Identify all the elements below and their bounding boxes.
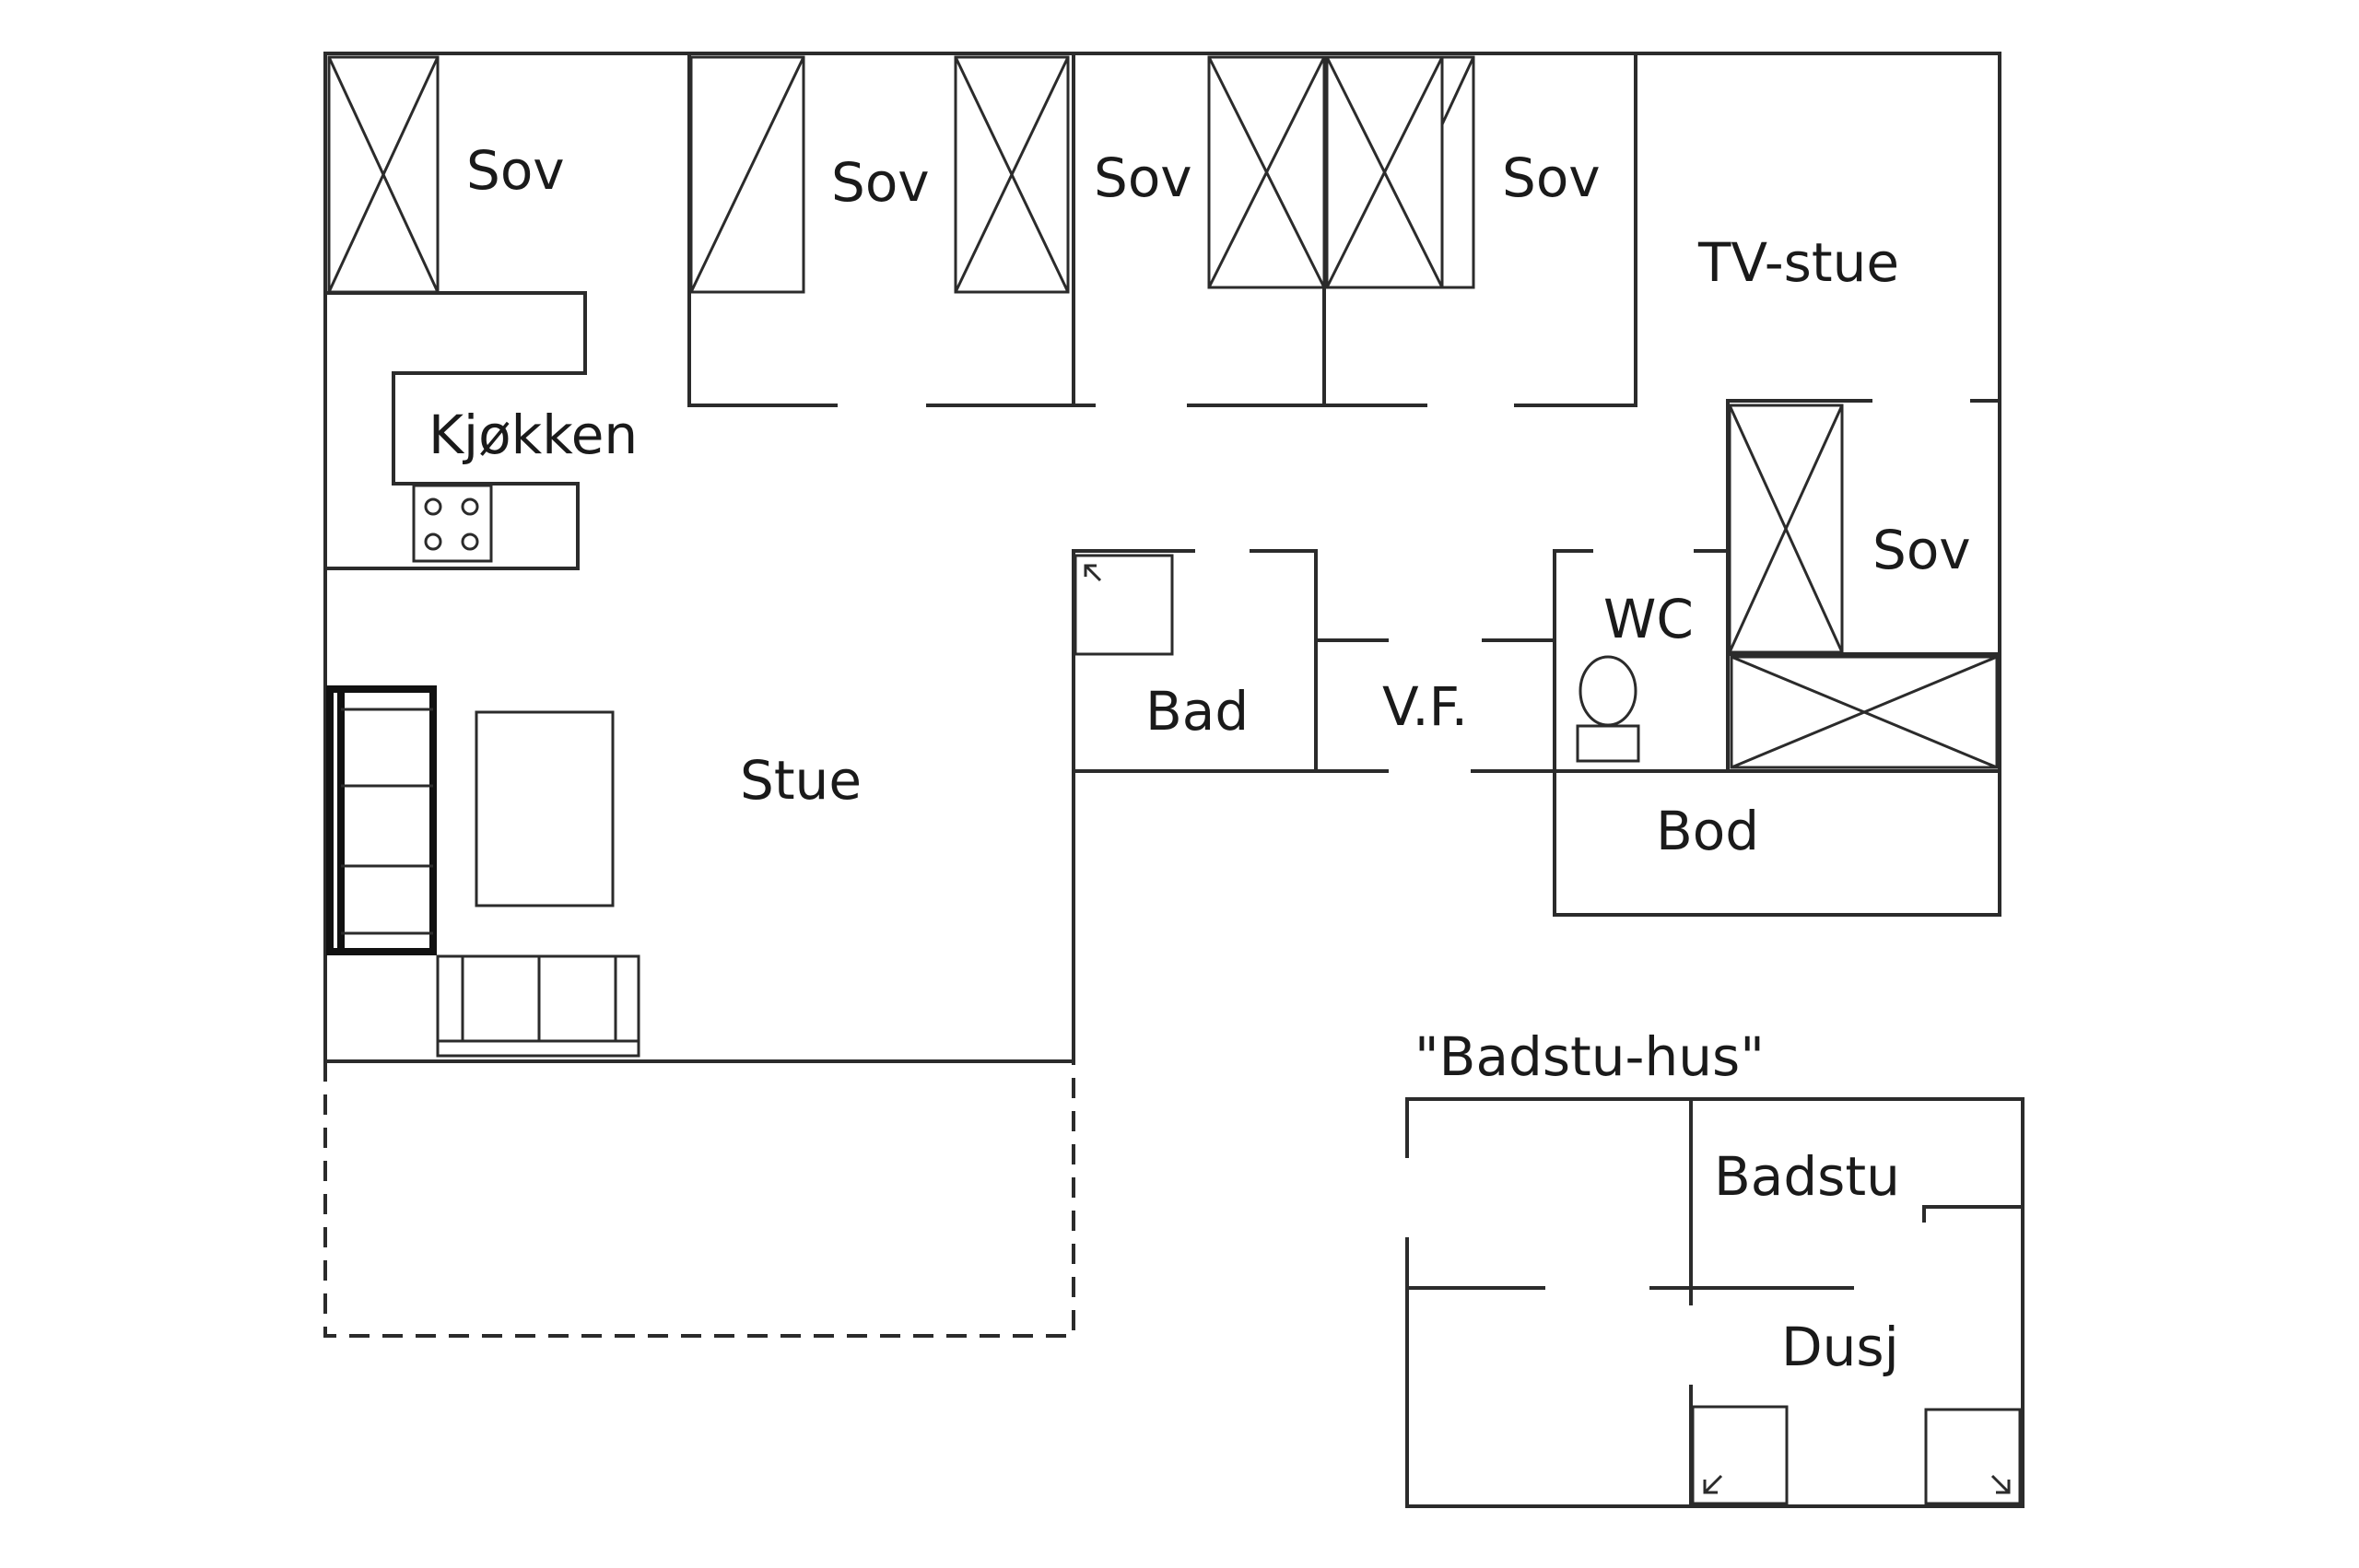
bed-4: [1207, 55, 1326, 289]
room-label-sov-4: Sov: [1502, 146, 1601, 209]
sauna-shower-2-icon: [1924, 1408, 2022, 1505]
bed-6: [1440, 55, 1475, 289]
room-label-bad: Bad: [1145, 680, 1249, 743]
bookshelf-icon: [326, 685, 437, 955]
bedroom-walls: [687, 52, 1637, 407]
room-label-vf: V.F.: [1382, 675, 1468, 738]
shower-icon: [1074, 554, 1174, 656]
bed-1: [327, 55, 440, 294]
service-walls: [1072, 399, 2001, 917]
toilet-icon: [1576, 655, 1640, 763]
room-label-stue: Stue: [740, 749, 862, 812]
bed-3: [954, 55, 1070, 294]
room-label-sov-1: Sov: [466, 139, 565, 202]
room-label-badstu: Badstu: [1714, 1145, 1900, 1208]
room-label-wc: WC: [1603, 588, 1694, 650]
room-label-sov-5: Sov: [1872, 519, 1971, 581]
bed-5: [1325, 55, 1444, 289]
bed-7: [1728, 404, 1844, 654]
bed-2: [689, 55, 805, 294]
sauna-shower-1-icon: [1691, 1405, 1789, 1505]
sofa-icon: [436, 954, 640, 1058]
room-label-sov-2: Sov: [831, 151, 930, 214]
main-house-walls: [323, 52, 2001, 1063]
coffee-table-icon: [475, 710, 615, 907]
room-label-bod: Bod: [1656, 800, 1759, 862]
room-label-tv-stue: TV-stue: [1697, 231, 1899, 294]
terrace-outline: [323, 1061, 1075, 1338]
room-label-kjokken: Kjøkken: [428, 404, 638, 466]
kitchen-walls: [323, 291, 587, 570]
sauna-house-walls: [1405, 1097, 2025, 1508]
bed-8: [1730, 655, 1999, 769]
building-label-badstu-hus: "Badstu-hus": [1414, 1025, 1765, 1088]
stove-icon: [412, 484, 493, 563]
room-label-dusj: Dusj: [1781, 1316, 1899, 1378]
room-label-sov-3: Sov: [1094, 146, 1192, 209]
